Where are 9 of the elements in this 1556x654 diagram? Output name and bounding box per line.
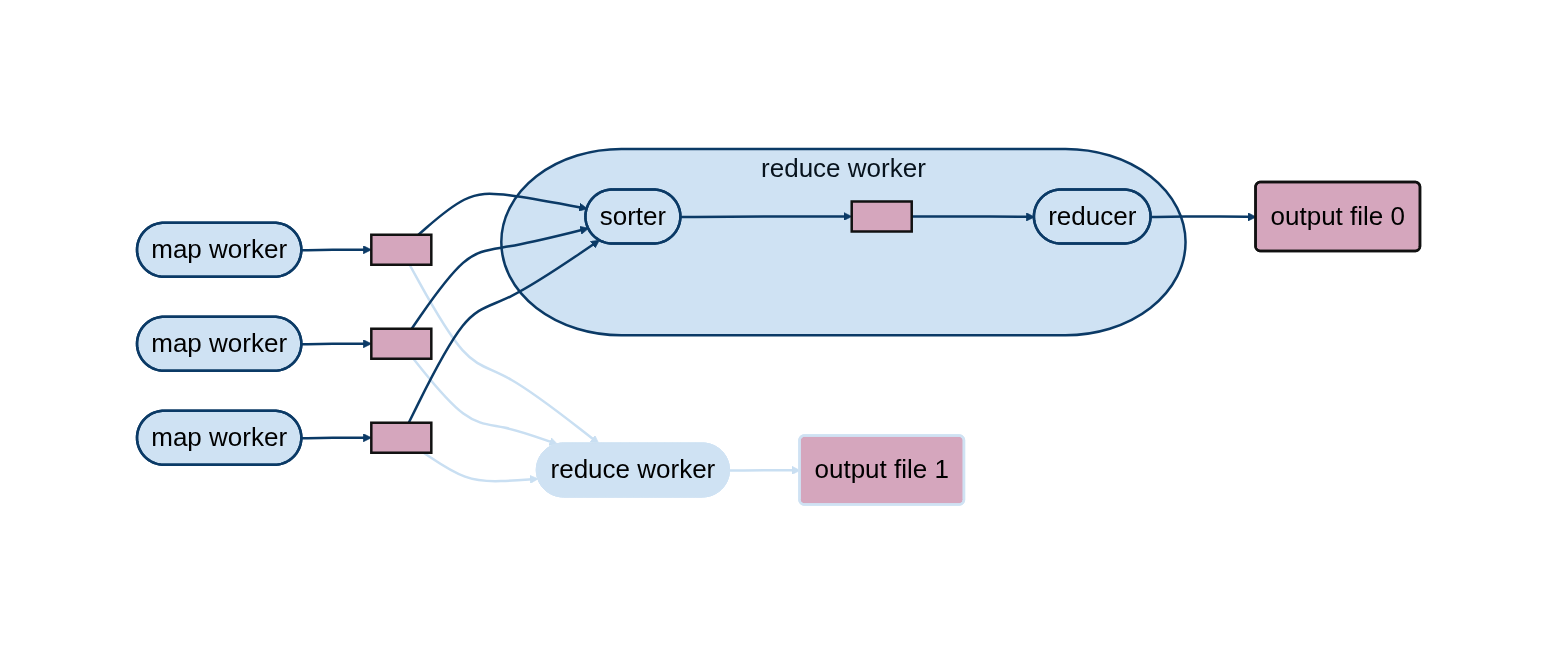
arrow [411,358,558,446]
arrow [680,212,852,222]
arrow [729,466,800,475]
arrow [1150,212,1256,222]
node-box [369,327,433,361]
arrow [408,264,599,445]
node-box [369,233,433,267]
node-box [369,421,433,455]
node-box [849,200,913,233]
